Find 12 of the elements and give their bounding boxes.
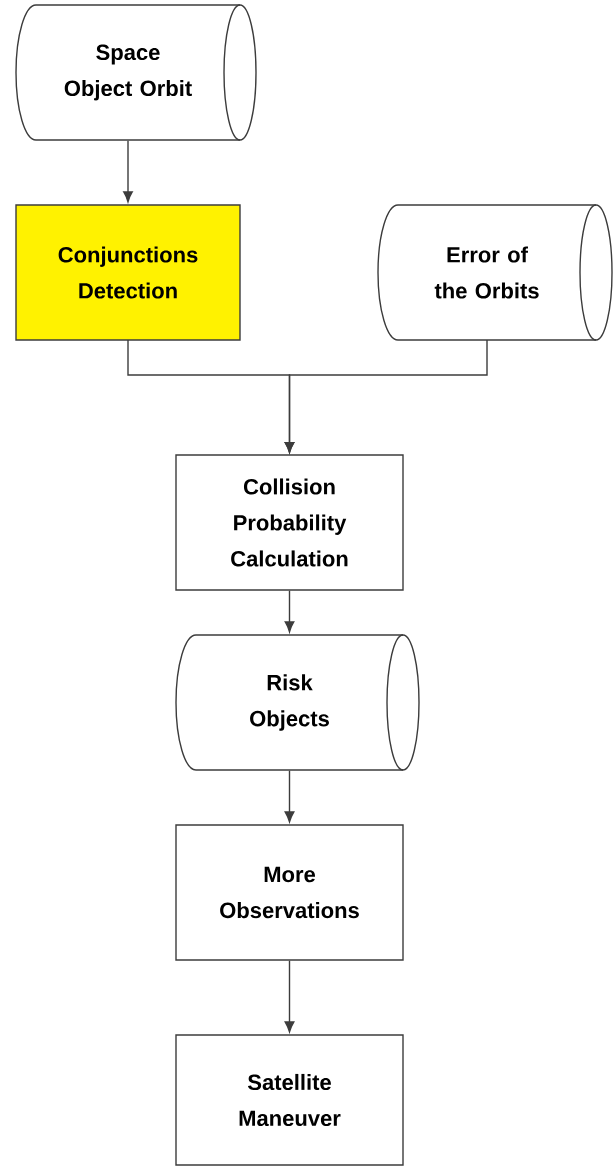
- process-box: Satellite Maneuver: [175, 1034, 404, 1166]
- data-store: Space Object Orbit: [15, 4, 257, 141]
- arrow: [284, 339, 488, 454]
- data-store: Error of the Orbits: [377, 204, 613, 341]
- data-store: Risk Objects: [175, 634, 420, 771]
- process-box: More Observations: [175, 824, 404, 961]
- arrow: [284, 590, 295, 633]
- arrow: [123, 140, 133, 203]
- arrow: [284, 770, 295, 823]
- process-box: Collision Probability Calculation: [175, 454, 404, 591]
- process-box: Conjunctions Detection: [15, 204, 241, 341]
- arrow: [284, 960, 295, 1033]
